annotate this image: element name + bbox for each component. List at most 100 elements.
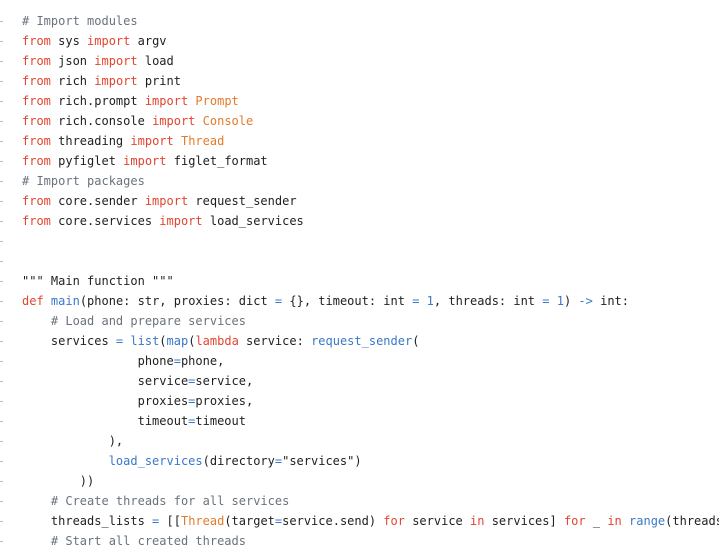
code-token: proxies, — [195, 394, 254, 408]
code-token: threading — [50, 134, 131, 148]
code-token: from — [22, 214, 51, 228]
code-token: load — [137, 54, 174, 68]
code-token: , threads: int — [433, 294, 543, 308]
code-token: = — [152, 514, 160, 528]
code-line: )) — [22, 471, 94, 491]
code-token: # Create threads for all services — [50, 494, 290, 508]
gutter-marker — [0, 21, 3, 22]
code-line: from rich import print — [22, 71, 181, 91]
gutter-marker — [0, 321, 3, 322]
code-token — [22, 494, 51, 508]
gutter-marker — [0, 341, 3, 342]
code-token: 1 — [556, 294, 564, 308]
code-token: services] — [484, 514, 564, 528]
code-token: from — [22, 114, 51, 128]
code-token: from — [22, 34, 51, 48]
gutter-marker — [0, 401, 3, 402]
code-token: import — [152, 114, 196, 128]
code-token: from — [22, 74, 51, 88]
code-token: import — [123, 154, 167, 168]
code-token: (target — [224, 514, 275, 528]
code-token: def — [22, 294, 44, 308]
code-line: load_services(directory="services") — [22, 451, 362, 471]
code-token — [22, 314, 51, 328]
code-token: for — [563, 514, 586, 528]
code-token: ( — [412, 334, 420, 348]
code-token: = — [188, 414, 196, 428]
code-line: # Load and prepare services — [22, 311, 246, 331]
code-token: import — [144, 94, 189, 108]
gutter-marker — [0, 201, 3, 202]
code-token — [550, 294, 557, 308]
gutter-marker — [0, 221, 3, 222]
gutter-marker — [0, 501, 3, 502]
code-token — [44, 294, 51, 308]
gutter-marker — [0, 121, 3, 122]
code-token: service.send) — [282, 514, 384, 528]
gutter-marker — [0, 41, 3, 42]
code-line: # Create threads for all services — [22, 491, 289, 511]
code-token: map — [166, 334, 189, 348]
code-token: in — [607, 514, 622, 528]
code-token — [622, 514, 629, 528]
code-token — [174, 134, 181, 148]
code-token: 1 — [426, 294, 434, 308]
code-token: {}, timeout: int — [282, 294, 413, 308]
code-token: = — [274, 514, 283, 528]
code-token: # Start all created threads — [50, 534, 246, 548]
gutter-marker — [0, 301, 3, 302]
code-token: (directory — [202, 454, 275, 468]
code-line: from rich.console import Console — [22, 111, 253, 131]
gutter-marker — [0, 281, 3, 282]
code-line: """ Main function """ — [22, 271, 174, 291]
code-token: print — [137, 74, 181, 88]
gutter-marker — [0, 461, 3, 462]
code-token: core.services — [50, 214, 160, 228]
gutter-marker — [0, 141, 3, 142]
code-line: threads_lists = [[Thread(target=service.… — [22, 511, 719, 531]
code-token: phone — [22, 354, 174, 368]
code-token: service: — [238, 334, 312, 348]
code-line: # Start all created threads — [22, 531, 246, 551]
gutter-marker — [0, 261, 3, 262]
code-token: phone, — [180, 354, 225, 368]
code-token: threads_lists — [22, 514, 153, 528]
code-token: -> — [578, 294, 593, 308]
code-token: = — [188, 374, 196, 388]
code-token: # Import modules — [22, 14, 138, 28]
code-token: for — [383, 514, 405, 528]
code-token: services — [22, 334, 116, 348]
gutter-marker — [0, 161, 3, 162]
code-token: rich.prompt — [50, 94, 145, 108]
code-token: = — [115, 334, 124, 348]
code-token: range — [629, 514, 666, 528]
code-token: Thread — [180, 134, 225, 148]
code-line: def main(phone: str, proxies: dict = {},… — [22, 291, 629, 311]
code-token: argv — [130, 34, 167, 48]
code-token: from — [22, 134, 51, 148]
gutter-marker — [0, 381, 3, 382]
code-line: phone=phone, — [22, 351, 225, 371]
gutter-marker — [0, 361, 3, 362]
code-line: from json import load — [22, 51, 174, 71]
code-line: from sys import argv — [22, 31, 167, 51]
code-token: import — [130, 134, 174, 148]
gutter-marker — [0, 421, 3, 422]
gutter-marker — [0, 61, 3, 62]
code-token: = — [274, 294, 283, 308]
code-token: lambda — [195, 334, 239, 348]
code-token: = — [412, 294, 420, 308]
gutter-marker — [0, 101, 3, 102]
code-token: [[ — [159, 514, 181, 528]
code-line: timeout=timeout — [22, 411, 246, 431]
code-token: ), — [22, 434, 124, 448]
code-token: = — [274, 454, 283, 468]
gutter-marker — [0, 241, 3, 242]
code-line: services = list(map(lambda service: requ… — [22, 331, 420, 351]
code-token: core.sender — [50, 194, 145, 208]
code-token: = — [542, 294, 550, 308]
code-token: import — [94, 74, 138, 88]
code-line: ), — [22, 431, 123, 451]
code-token: request_sender — [188, 194, 297, 208]
code-line: # Import packages — [22, 171, 145, 191]
